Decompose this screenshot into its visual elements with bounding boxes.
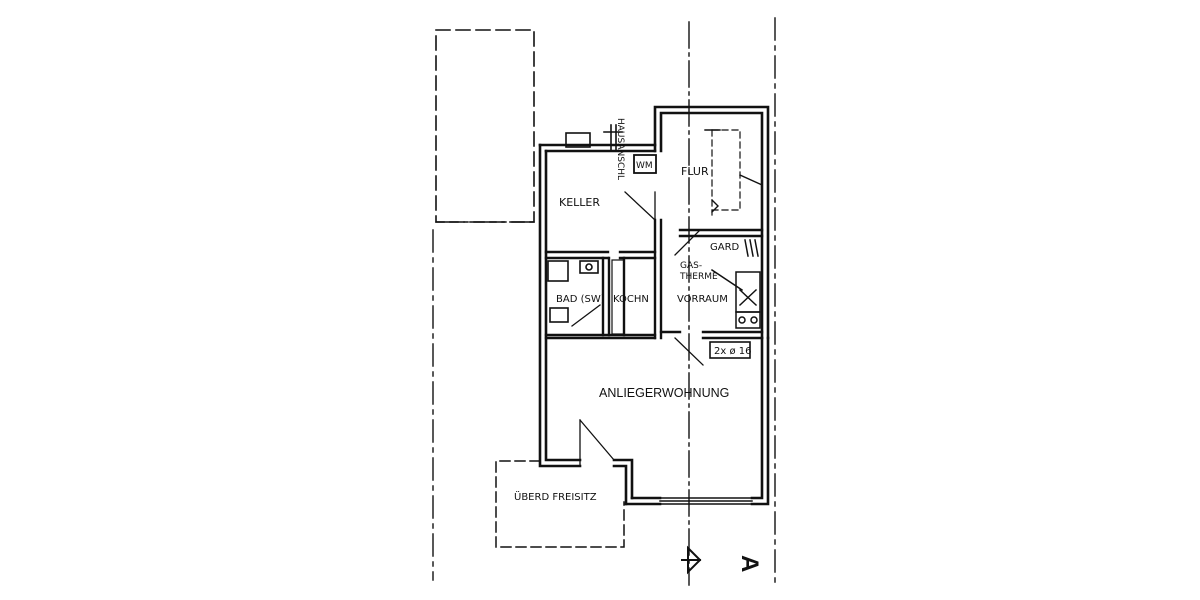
duct-box: [709, 341, 751, 359]
label-freisitz: ÜBERD FREISITZ: [514, 490, 597, 503]
label-keller: KELLER: [559, 196, 600, 209]
label-gastherme-2: THERME: [679, 272, 718, 282]
chimney: [565, 132, 591, 148]
label-section-marker: A: [736, 555, 763, 572]
outer-walls: [538, 105, 770, 506]
washing-machine-box: [633, 154, 657, 174]
freisitz-outline: [495, 460, 625, 548]
label-gastherme-1: GAS-: [680, 261, 702, 271]
label-flur: FLUR: [681, 165, 709, 178]
hausanschl-marks: [603, 124, 623, 151]
label-anliegerwohnung: ANLIEGERWOHNUNG: [599, 386, 729, 400]
neighbour-outline: [435, 29, 535, 223]
kitchen-counter: [611, 259, 625, 335]
flur-ticks: [704, 129, 763, 213]
label-vorraum: VORRAUM: [677, 294, 728, 305]
door-swings: [571, 191, 704, 467]
property-boundary: [432, 17, 776, 586]
interior-walls: [544, 218, 764, 340]
label-kochn: KOCHN: [613, 294, 649, 305]
label-hausanschl: HAUSANSCHL: [615, 118, 625, 180]
flur-inner: [711, 129, 741, 216]
label-wm: WM: [636, 161, 653, 171]
bad-fixtures: [547, 260, 599, 323]
label-bad: BAD (SW): [556, 294, 605, 305]
label-duct: 2x ø 16: [714, 346, 751, 357]
label-gard: GARD: [710, 242, 740, 253]
bottom-window: [659, 497, 753, 505]
gard-fixtures: [710, 239, 761, 329]
